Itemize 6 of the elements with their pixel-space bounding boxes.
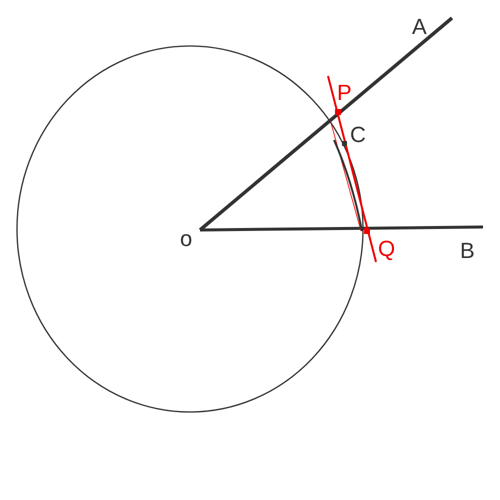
point-label: B: [460, 240, 475, 262]
point-label: C: [350, 124, 366, 146]
point-label: P: [337, 82, 352, 104]
point-label: Q: [378, 238, 396, 260]
point-label: o: [180, 228, 192, 250]
point-label: A: [412, 16, 427, 38]
